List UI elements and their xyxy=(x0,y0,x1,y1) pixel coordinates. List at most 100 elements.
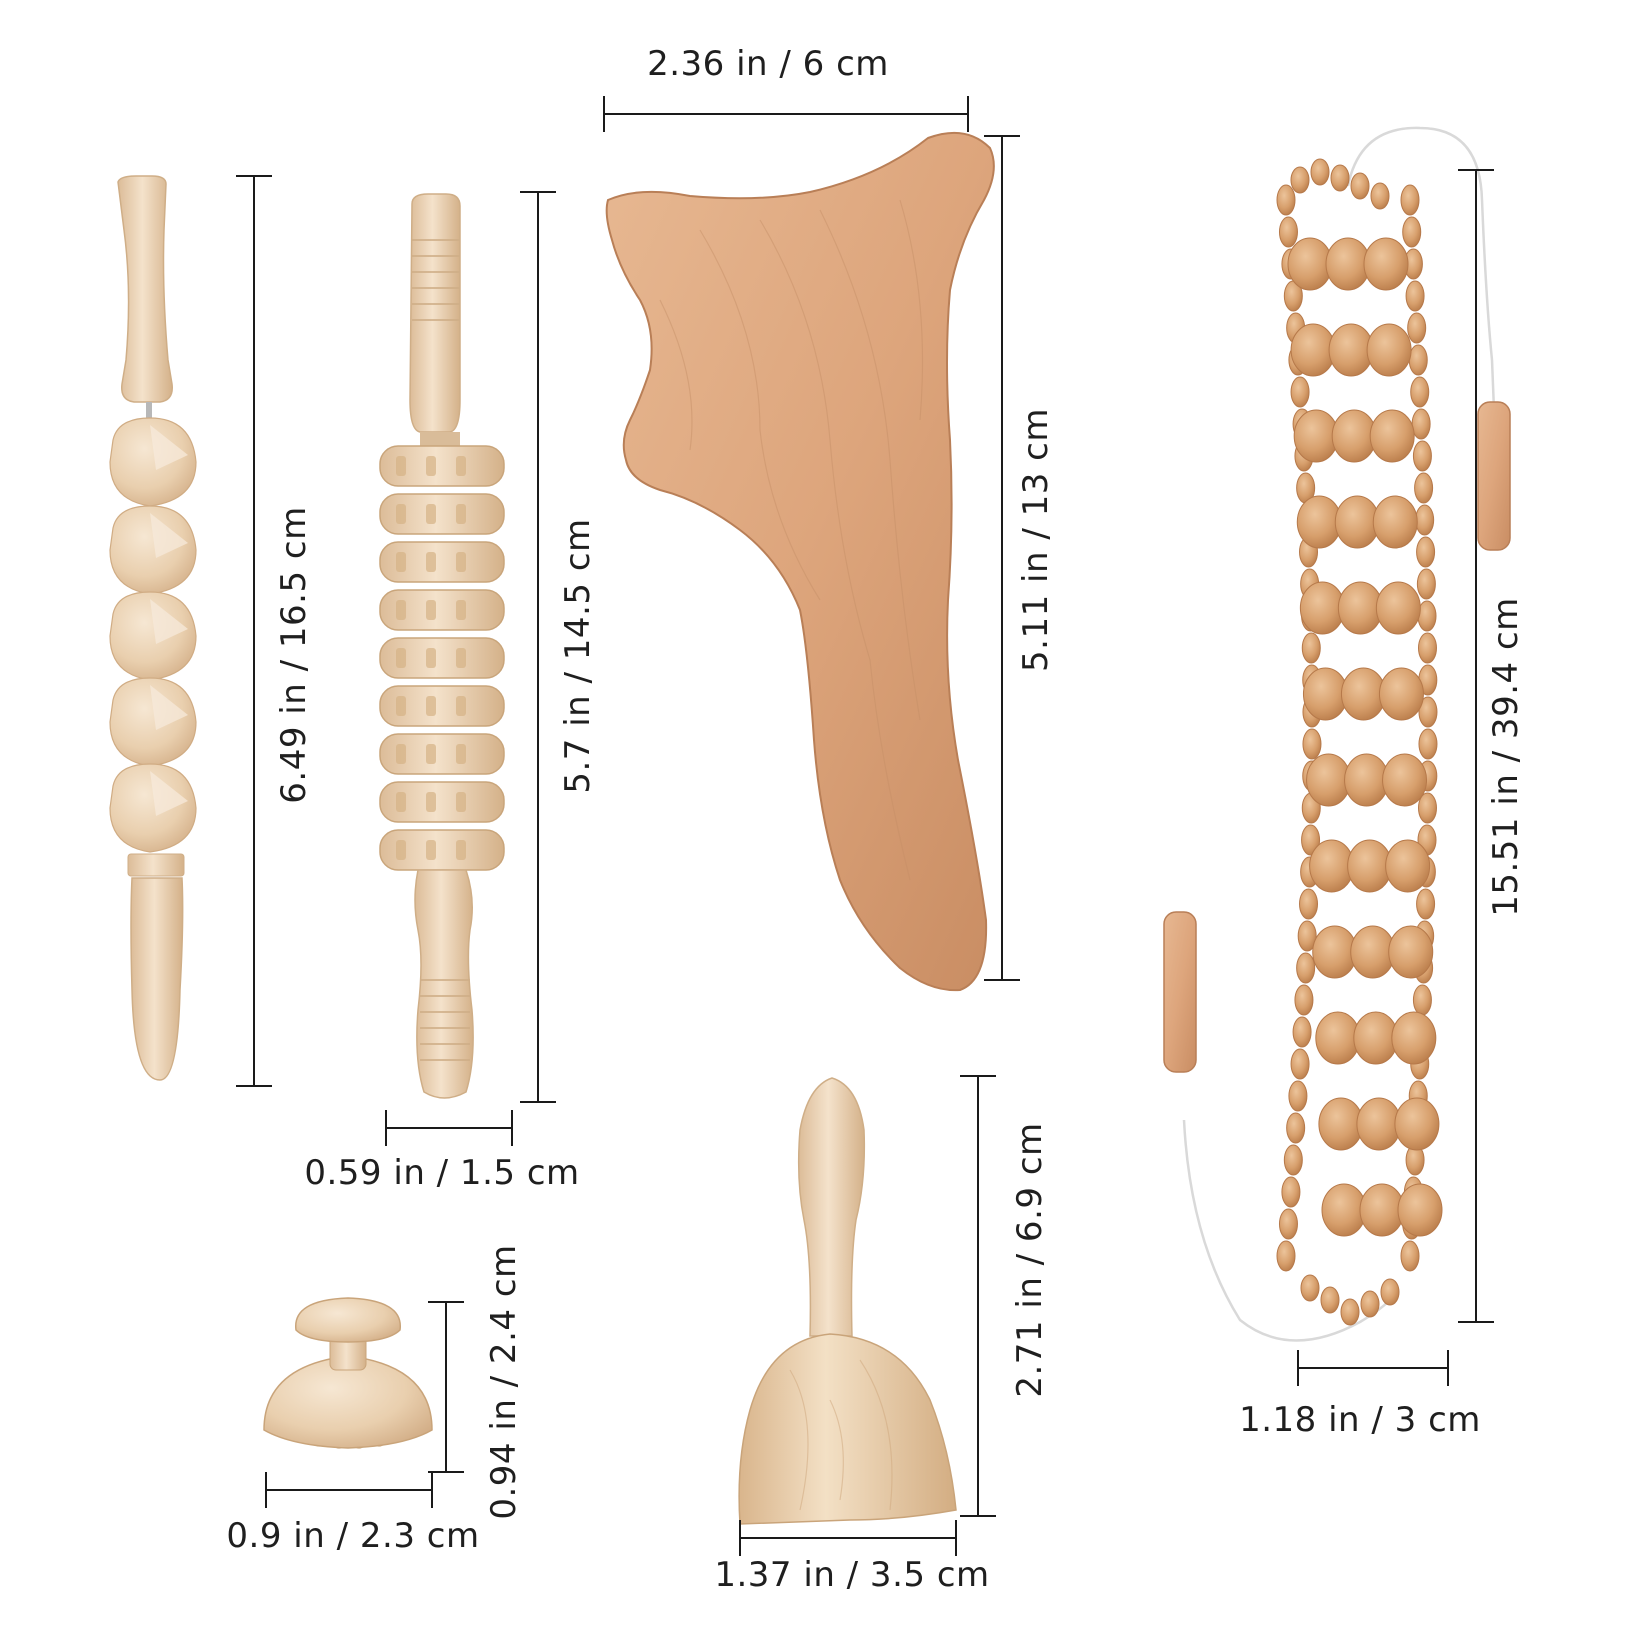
bead xyxy=(1412,984,1432,1016)
bead xyxy=(1300,1274,1320,1302)
mushroom-width-label: 0.9 in / 2.3 cm xyxy=(226,1516,480,1556)
bead xyxy=(1294,984,1314,1016)
bead xyxy=(1301,632,1321,664)
bead xyxy=(1320,1286,1340,1314)
roller-stick-gears-icon xyxy=(379,193,505,1099)
mushroom-massager-icon xyxy=(263,1297,433,1449)
roller-bead xyxy=(1369,409,1415,463)
strap-width-label: 1.18 in / 3 cm xyxy=(1239,1400,1481,1440)
roller-bead xyxy=(1388,925,1434,979)
bead xyxy=(1408,344,1428,376)
bead xyxy=(1276,184,1296,216)
bead xyxy=(1400,184,1420,216)
bead xyxy=(1278,216,1298,248)
bead xyxy=(1292,1016,1312,1048)
roller-bead xyxy=(1306,753,1352,807)
bead-strap-icon xyxy=(1163,126,1511,1342)
bead xyxy=(1405,280,1425,312)
roller-bead xyxy=(1375,581,1421,635)
bead xyxy=(1415,504,1435,536)
roller-bead xyxy=(1385,839,1431,893)
bead xyxy=(1281,1176,1301,1208)
board-width-label: 2.36 in / 6 cm xyxy=(647,44,889,84)
roller-bead xyxy=(1331,409,1377,463)
bead xyxy=(1296,952,1316,984)
roller-bead xyxy=(1302,667,1348,721)
bead xyxy=(1283,1144,1303,1176)
massage-cup-icon xyxy=(738,1077,957,1525)
bead xyxy=(1417,632,1437,664)
bead xyxy=(1286,1112,1306,1144)
bead xyxy=(1350,172,1370,200)
roller-bead xyxy=(1344,753,1390,807)
roller-bead xyxy=(1394,1097,1440,1151)
roller-bead xyxy=(1309,839,1355,893)
bead xyxy=(1302,728,1322,760)
bead xyxy=(1416,536,1436,568)
roller-bead xyxy=(1315,1011,1361,1065)
roller-bead xyxy=(1312,925,1358,979)
roller2-length-label: 5.7 in / 14.5 cm xyxy=(558,518,598,794)
roller-bead xyxy=(1347,839,1393,893)
roller-bead xyxy=(1321,1183,1367,1237)
roller-bead xyxy=(1391,1011,1437,1065)
bead xyxy=(1301,824,1321,856)
bead xyxy=(1310,158,1330,186)
roller-bead xyxy=(1299,581,1345,635)
bead xyxy=(1370,182,1390,210)
bead xyxy=(1407,312,1427,344)
bead xyxy=(1290,166,1310,194)
roller-bead xyxy=(1337,581,1383,635)
bead xyxy=(1278,1208,1298,1240)
bead xyxy=(1380,1278,1400,1306)
bead xyxy=(1299,888,1319,920)
bead xyxy=(1288,1080,1308,1112)
roller-bead xyxy=(1397,1183,1443,1237)
bead xyxy=(1340,1298,1360,1326)
bead xyxy=(1418,696,1438,728)
bead xyxy=(1417,792,1437,824)
roller-bead xyxy=(1293,409,1339,463)
roller-bead xyxy=(1350,925,1396,979)
bead xyxy=(1410,376,1430,408)
bead xyxy=(1416,568,1436,600)
roller-bead xyxy=(1382,753,1428,807)
roller-bead xyxy=(1328,323,1374,377)
roller2-width-label: 0.59 in / 1.5 cm xyxy=(304,1153,580,1193)
roller-bead xyxy=(1296,495,1342,549)
cup-width-label: 1.37 in / 3.5 cm xyxy=(714,1555,990,1595)
bead xyxy=(1412,440,1432,472)
scraping-board-icon xyxy=(605,131,995,992)
bead xyxy=(1330,164,1350,192)
roller-stick-balls-icon xyxy=(109,175,197,1081)
bead xyxy=(1402,216,1422,248)
roller-bead xyxy=(1334,495,1380,549)
bead xyxy=(1416,888,1436,920)
bead xyxy=(1290,1048,1310,1080)
bead xyxy=(1400,1240,1420,1272)
roller-bead xyxy=(1359,1183,1405,1237)
roller-bead xyxy=(1318,1097,1364,1151)
roller-bead xyxy=(1378,667,1424,721)
bead xyxy=(1411,408,1431,440)
bead xyxy=(1290,376,1310,408)
bead xyxy=(1276,1240,1296,1272)
roller-bead xyxy=(1287,237,1333,291)
bead xyxy=(1297,920,1317,952)
roller-bead xyxy=(1356,1097,1402,1151)
bead xyxy=(1414,472,1434,504)
roller-bead xyxy=(1366,323,1412,377)
board-height-label: 5.11 in / 13 cm xyxy=(1016,408,1056,672)
roller-bead xyxy=(1353,1011,1399,1065)
roller-bead xyxy=(1363,237,1409,291)
bead xyxy=(1360,1290,1380,1318)
roller-bead xyxy=(1290,323,1336,377)
dimension-lines xyxy=(236,96,1494,1556)
cup-height-label: 2.71 in / 6.9 cm xyxy=(1010,1122,1050,1398)
bead xyxy=(1418,728,1438,760)
mushroom-height-label: 0.94 in / 2.4 cm xyxy=(484,1244,524,1520)
roller-bead xyxy=(1325,237,1371,291)
roller-bead xyxy=(1372,495,1418,549)
